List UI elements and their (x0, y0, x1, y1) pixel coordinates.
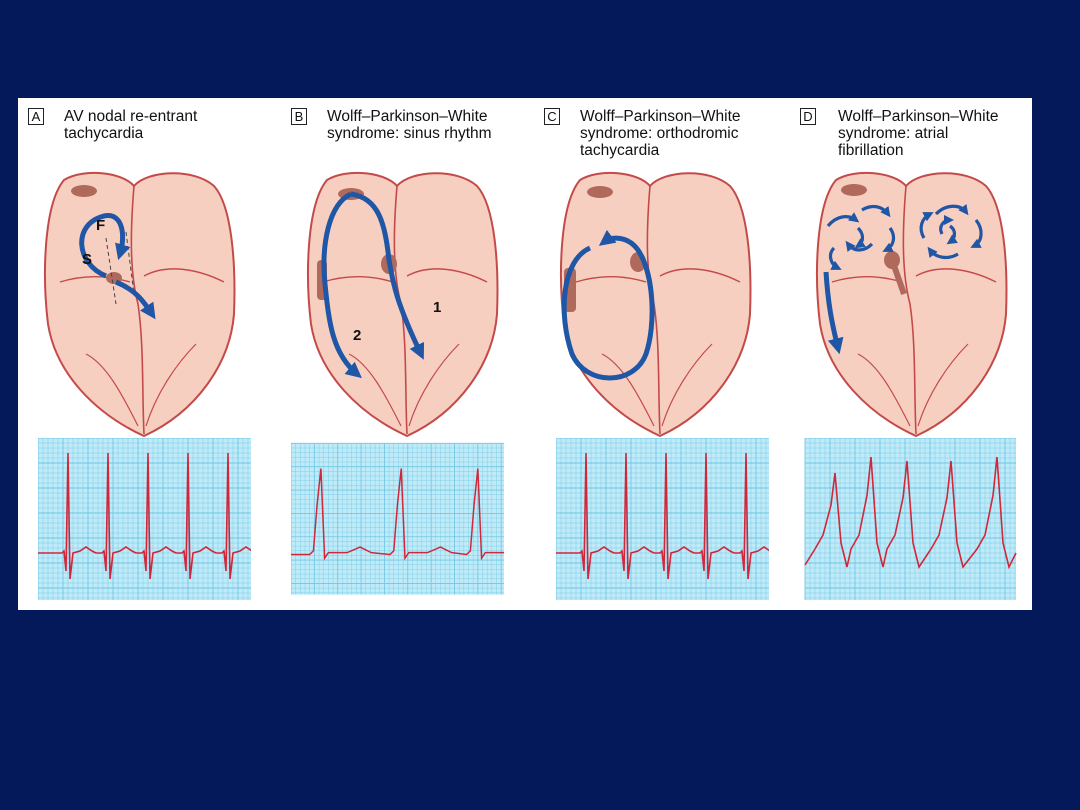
ecg-trace (38, 452, 251, 580)
panel-letter: A (28, 108, 44, 125)
ecg-trace (291, 468, 504, 561)
heart-diagram: F S (44, 171, 236, 438)
panel-letter: D (800, 108, 816, 125)
panel-letter: B (291, 108, 307, 125)
sa-node (587, 186, 613, 198)
ecg-strip (556, 438, 769, 600)
ecg-trace (804, 456, 1017, 570)
reentry-loop-arrow (561, 229, 655, 381)
fast-pathway-label: F (96, 217, 105, 234)
title-line: AV nodal re-entrant (64, 108, 198, 125)
panel-b: B Wolff–Parkinson–White syndrome: sinus … (281, 98, 531, 610)
reentry-arrow (79, 213, 131, 279)
title-line: syndrome: orthodromic (580, 125, 739, 142)
conduction-arrow-2 (321, 191, 362, 379)
panel-a: A AV nodal re-entrant tachycardia F S (18, 98, 268, 610)
heart-diagram: 1 2 (307, 171, 499, 438)
ecg-strip (804, 438, 1017, 600)
title-line: Wolff–Parkinson–White (580, 108, 741, 125)
heart-outline (816, 171, 1008, 438)
title-line: fibrillation (838, 142, 904, 159)
conduction-arrow (823, 271, 844, 355)
figure: A AV nodal re-entrant tachycardia F S (18, 98, 1032, 610)
panel-c: C Wolff–Parkinson–White syndrome: orthod… (534, 98, 784, 610)
ecg-trace (556, 452, 769, 580)
panel-letter: C (544, 108, 560, 125)
heart-diagram (816, 171, 1008, 438)
ecg-strip (291, 442, 504, 595)
fibrillation-arrows (826, 204, 983, 270)
title-line: tachycardia (64, 125, 144, 142)
title-line: Wolff–Parkinson–White (327, 108, 488, 125)
sa-node (841, 184, 867, 196)
panel-title: Wolff–Parkinson–White syndrome: atrial f… (838, 108, 1043, 159)
ecg-strip (38, 438, 251, 600)
panel-title: AV nodal re-entrant tachycardia (64, 108, 269, 142)
heart-diagram (560, 171, 752, 438)
title-line: syndrome: sinus rhythm (327, 125, 492, 142)
conduction-arrow-1 (350, 191, 425, 360)
title-line: syndrome: atrial (838, 125, 949, 142)
panel-title: Wolff–Parkinson–White syndrome: sinus rh… (327, 108, 532, 142)
conduction-arrow (115, 279, 156, 320)
panel-title: Wolff–Parkinson–White syndrome: orthodro… (580, 108, 785, 159)
heart-outline (44, 171, 236, 438)
title-line: tachycardia (580, 142, 660, 159)
heart-outline (560, 171, 752, 438)
slow-pathway-label: S (82, 251, 92, 268)
title-line: Wolff–Parkinson–White (838, 108, 999, 125)
sa-node (71, 185, 97, 197)
panel-d: D Wolff–Parkinson–White syndrome: atrial… (790, 98, 1040, 610)
path-2-label: 2 (353, 327, 361, 344)
path-1-label: 1 (433, 299, 441, 316)
